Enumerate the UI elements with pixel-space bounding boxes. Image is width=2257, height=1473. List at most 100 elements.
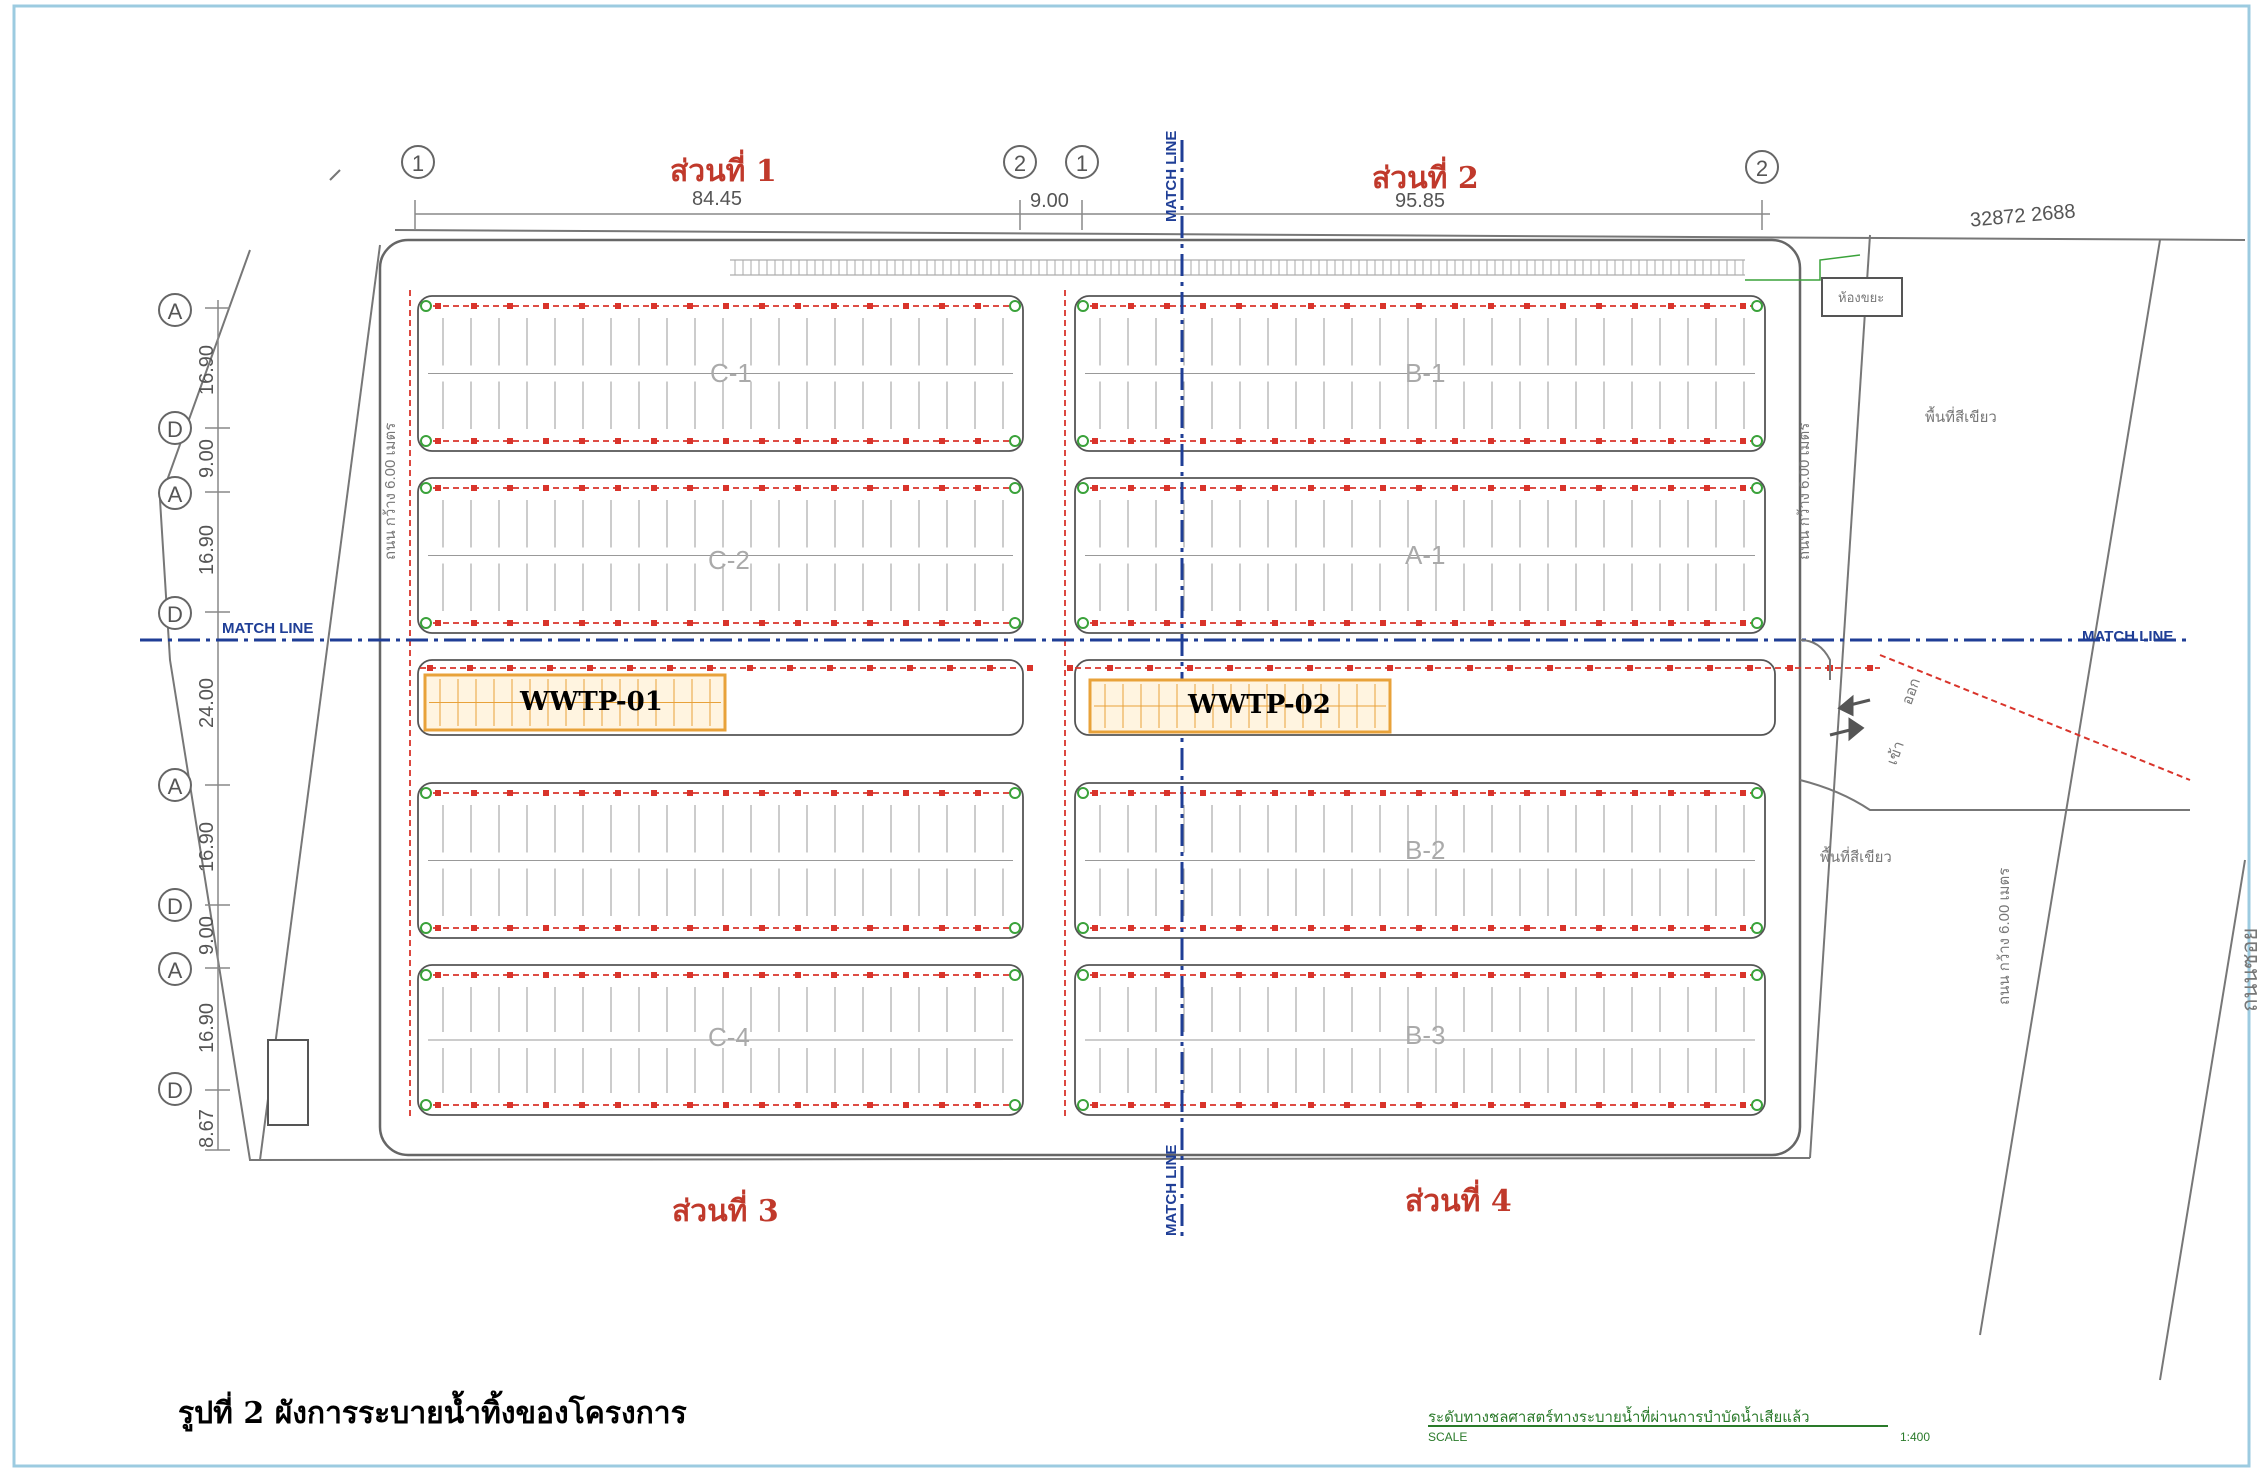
- grid-bubble-top-4: 2: [1745, 150, 1779, 184]
- manhole-node: [420, 1099, 432, 1111]
- manhole: [471, 1102, 477, 1108]
- manhole: [707, 665, 713, 671]
- manhole: [1596, 303, 1602, 309]
- block-label-a1: A-1: [1405, 540, 1446, 570]
- manhole: [1200, 790, 1206, 796]
- manhole: [435, 303, 441, 309]
- manhole: [435, 972, 441, 978]
- manhole: [543, 485, 549, 491]
- manhole: [1380, 485, 1386, 491]
- manhole-node: [1077, 787, 1089, 799]
- manhole: [1347, 665, 1353, 671]
- manhole: [1380, 1102, 1386, 1108]
- manhole: [975, 438, 981, 444]
- manhole: [1488, 925, 1494, 931]
- manhole: [1267, 665, 1273, 671]
- manhole: [1560, 303, 1566, 309]
- manhole-node: [1751, 1099, 1763, 1111]
- manhole: [795, 303, 801, 309]
- manhole: [1344, 1102, 1350, 1108]
- manhole-node: [1077, 435, 1089, 447]
- manhole-node: [1077, 922, 1089, 934]
- manhole: [1632, 485, 1638, 491]
- manhole: [667, 665, 673, 671]
- manhole: [939, 620, 945, 626]
- manhole: [831, 1102, 837, 1108]
- manhole: [1387, 665, 1393, 671]
- manhole: [471, 972, 477, 978]
- manhole: [903, 925, 909, 931]
- manhole: [1632, 620, 1638, 626]
- manhole: [1344, 303, 1350, 309]
- manhole: [435, 1102, 441, 1108]
- manhole: [1128, 485, 1134, 491]
- manhole: [1027, 665, 1033, 671]
- manhole: [1128, 1102, 1134, 1108]
- manhole: [1380, 790, 1386, 796]
- manhole: [939, 485, 945, 491]
- dimension-left-7: 16.90: [196, 1002, 218, 1053]
- manhole: [1380, 620, 1386, 626]
- manhole: [1452, 438, 1458, 444]
- manhole: [975, 303, 981, 309]
- match-line-label-top: MATCH LINE: [1163, 130, 1180, 222]
- manhole-node: [420, 787, 432, 799]
- manhole: [1740, 485, 1746, 491]
- manhole: [543, 620, 549, 626]
- manhole: [1128, 438, 1134, 444]
- manhole: [1164, 790, 1170, 796]
- manhole: [1272, 620, 1278, 626]
- manhole: [1147, 665, 1153, 671]
- manhole: [507, 1102, 513, 1108]
- manhole-node: [1077, 1099, 1089, 1111]
- manhole: [687, 1102, 693, 1108]
- septic-tank-left: [267, 1039, 309, 1126]
- manhole: [1704, 972, 1710, 978]
- manhole: [1587, 665, 1593, 671]
- manhole-node: [1009, 482, 1021, 494]
- manhole: [1092, 438, 1098, 444]
- manhole-node: [1077, 617, 1089, 629]
- dimension-top-9: 9.00: [1030, 190, 1069, 212]
- manhole: [1488, 438, 1494, 444]
- manhole: [1560, 925, 1566, 931]
- manhole: [795, 620, 801, 626]
- section-title-3: ส่วนที่ 3: [672, 1194, 779, 1229]
- manhole: [543, 303, 549, 309]
- manhole: [1560, 485, 1566, 491]
- manhole: [1524, 790, 1530, 796]
- manhole: [615, 620, 621, 626]
- manhole: [507, 485, 513, 491]
- manhole: [939, 1102, 945, 1108]
- manhole: [1380, 303, 1386, 309]
- manhole: [1560, 1102, 1566, 1108]
- manhole: [687, 303, 693, 309]
- manhole: [947, 665, 953, 671]
- grid-bubble-top-1: 1: [401, 145, 435, 179]
- block-label-c4: C-4: [708, 1022, 750, 1052]
- access-road: [1799, 639, 2191, 811]
- manhole: [831, 303, 837, 309]
- manhole: [1236, 620, 1242, 626]
- manhole: [1092, 620, 1098, 626]
- manhole: [1416, 303, 1422, 309]
- manhole: [1627, 665, 1633, 671]
- grid-bubble-left-5: A: [158, 768, 192, 802]
- manhole: [1067, 665, 1073, 671]
- manhole: [1452, 790, 1458, 796]
- manhole: [903, 438, 909, 444]
- manhole-node: [420, 482, 432, 494]
- manhole-node: [420, 300, 432, 312]
- manhole: [1128, 972, 1134, 978]
- manhole-node: [1009, 922, 1021, 934]
- manhole: [427, 665, 433, 671]
- manhole: [1547, 665, 1553, 671]
- manhole: [1344, 790, 1350, 796]
- manhole: [1308, 925, 1314, 931]
- grid-bubble-top-2: 2: [1003, 145, 1037, 179]
- manhole-node: [1751, 300, 1763, 312]
- manhole: [1272, 1102, 1278, 1108]
- manhole: [1308, 620, 1314, 626]
- manhole: [1187, 665, 1193, 671]
